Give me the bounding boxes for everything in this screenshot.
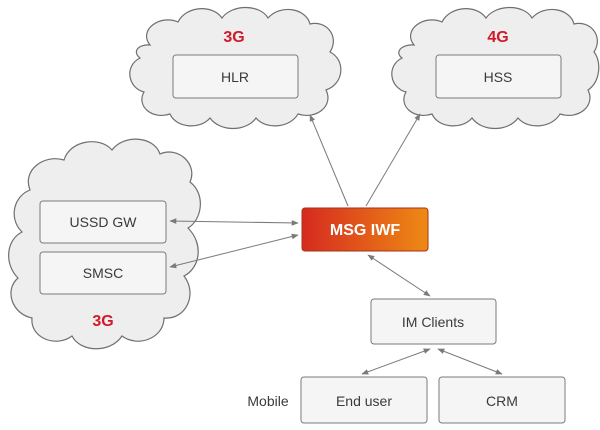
cloud-4g-tag: 4G	[487, 29, 508, 46]
ussd-gw-node[interactable]	[39, 200, 167, 244]
hss-node[interactable]	[435, 54, 562, 99]
msg-iwf-box	[301, 207, 429, 252]
hlr-node[interactable]	[172, 54, 299, 99]
ussd-gw-label: USSD GW	[70, 214, 138, 230]
cloud-left-3g-tag: 3G	[92, 313, 113, 330]
cloud-4g-hss: 4G HSS	[391, 6, 600, 130]
edge-ussd-hub	[169, 218, 299, 226]
edge-smsc-hub	[169, 233, 299, 269]
mobile-label: Mobile	[247, 393, 288, 409]
edge-im-enduser	[361, 348, 431, 375]
smsc-node[interactable]	[39, 251, 167, 295]
end-user-label: End user	[336, 393, 392, 409]
hlr-label: HLR	[221, 69, 249, 85]
im-clients-label: IM Clients	[402, 314, 464, 330]
edge-hub-imclients	[367, 254, 431, 297]
msg-iwf-hub[interactable]: MSG IWF	[301, 207, 429, 252]
edge-hub-hlr	[309, 114, 349, 207]
crm-node[interactable]	[438, 376, 566, 424]
msg-iwf-label: MSG IWF	[330, 222, 400, 239]
hss-label: HSS	[484, 69, 513, 85]
im-clients-node[interactable]	[370, 298, 497, 345]
connectors	[169, 113, 503, 375]
edge-im-crm	[437, 348, 503, 375]
crm-label: CRM	[486, 393, 518, 409]
smsc-label: SMSC	[83, 265, 123, 281]
edge-hub-hss	[365, 113, 421, 207]
end-user-node[interactable]	[300, 376, 428, 424]
cloud-3g-tag: 3G	[223, 29, 244, 46]
cloud-3g-hlr: 3G HLR	[129, 6, 342, 130]
cloud-3g-ussd-smsc: USSD GW SMSC 3G	[8, 138, 201, 350]
